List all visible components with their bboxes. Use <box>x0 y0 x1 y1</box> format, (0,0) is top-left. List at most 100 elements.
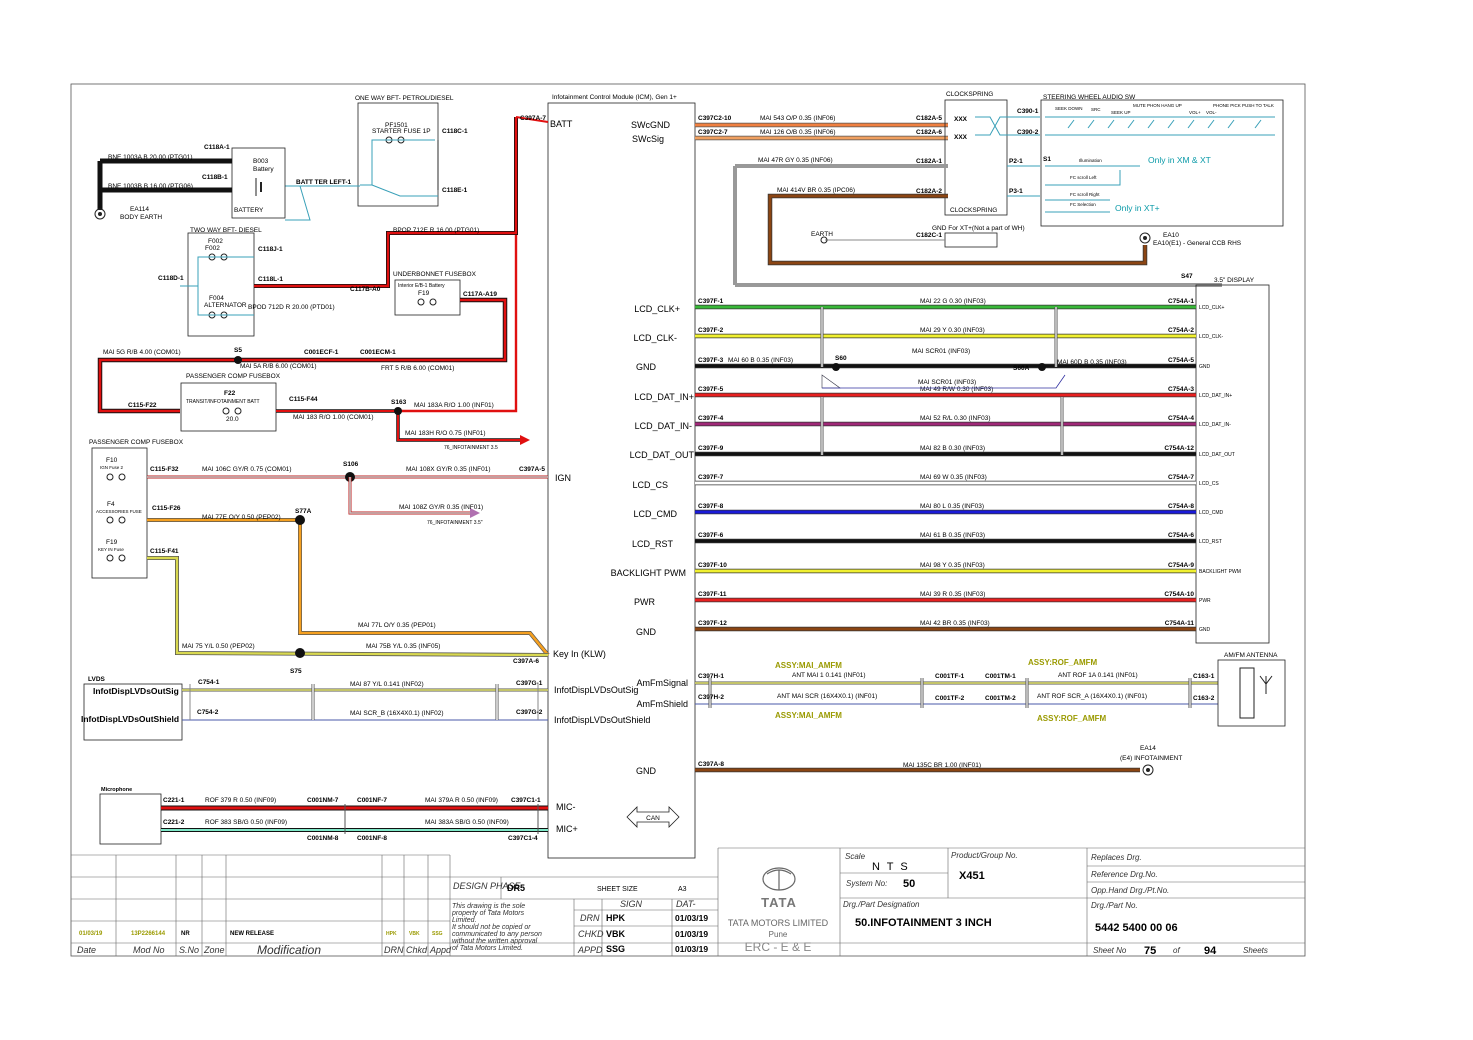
c001ecm-label: C001ECM-1 <box>360 349 396 356</box>
lcd-left-connector-5: C397F-9 <box>698 445 724 452</box>
lcd-wire-label-11: MAI 42 BR 0.35 (INF03) <box>920 620 990 627</box>
rev-chkd: VBK <box>409 931 420 937</box>
chkd-date: 01/03/19 <box>675 929 708 939</box>
wire-383a-label: MAI 383A SB/G 0.50 (INF09) <box>425 819 509 826</box>
s77a-label: S77A <box>295 508 312 515</box>
lcd-left-connector-4: C397F-4 <box>698 415 724 422</box>
f19b-fuse-icon <box>106 554 114 562</box>
inf76b-label: 76_INFOTAINMENT 3.5" <box>427 520 483 526</box>
approval-block: DESIGN PHASE DR5 SHEET SIZE A3 SIGN DAT-… <box>451 881 708 955</box>
lvds-section: LVDS InfotDispLVDsOutSig InfotDispLVDsOu… <box>81 676 548 741</box>
c115f22-label: C115-F22 <box>128 402 157 409</box>
replaces-label: Replaces Drg. <box>1091 853 1142 862</box>
assy-mai-bottom: ASSY:MAI_AMFM <box>775 711 842 720</box>
f4-desc: ACCESSORIES FUSE <box>96 509 142 514</box>
sheet-no-value: 75 <box>1144 945 1156 957</box>
display-box <box>1195 284 1270 644</box>
assy-mai-top: ASSY:MAI_AMFM <box>775 661 842 670</box>
h-chkd: Chkd <box>406 945 428 955</box>
two-way-bft-label: TWO WAY BFT- DIESEL <box>190 227 262 234</box>
c115f32-label: C115-F32 <box>150 466 179 473</box>
icm-pin-gnd-3: GND <box>636 766 657 776</box>
total-sheets-value: 94 <box>1204 945 1217 957</box>
c221-1-label: C221-1 <box>163 797 185 804</box>
body-earth-label: BODY EARTH <box>120 214 162 221</box>
c163-1-label: C163-1 <box>1193 673 1215 680</box>
c397h2-label: C397H-2 <box>698 694 724 701</box>
c118j-label: C118J-1 <box>258 246 283 253</box>
wire-frt5-label: FRT 5 R/B 6.00 (COM01) <box>381 365 454 372</box>
icm-pin-lcd-cs: LCD_CS <box>632 480 668 490</box>
lvds-label: LVDS <box>88 676 106 683</box>
lcd-left-connector-0: C397F-1 <box>698 298 724 305</box>
lcd-right-connector-8: C754A-6 <box>1168 532 1194 539</box>
lcd-right-connector-1: C754A-2 <box>1168 327 1194 334</box>
underbonnet-fusebox <box>394 279 461 316</box>
lvds-sig-label: InfotDispLVDsOutSig <box>93 686 179 696</box>
c115f41-label: C115-F41 <box>150 548 179 555</box>
c390-2-label: C390-2 <box>1017 129 1039 136</box>
revision-row: 01/03/19 13P2266144 NR NEW RELEASE HPK V… <box>77 931 452 957</box>
c397g2-label: C397G-2 <box>516 709 543 716</box>
battery-caption: BATTERY <box>234 207 264 214</box>
lvds-box <box>83 683 183 741</box>
wire-75b-label: MAI 75B Y/L 0.35 (INF05) <box>366 643 440 650</box>
can-label: CAN <box>646 815 660 822</box>
scale-label: Scale <box>845 852 866 861</box>
c397h1-label: C397H-1 <box>698 673 724 680</box>
s60a-label: S60A <box>1013 365 1030 372</box>
icm-pin-mic-plus: MIC+ <box>556 824 578 834</box>
sw-vol-minus: VOL- <box>1206 110 1217 115</box>
c118a-label: C118A-1 <box>204 144 230 151</box>
f4-label: F4 <box>107 501 115 508</box>
c397a8-label: C397A-8 <box>698 761 724 768</box>
company-block: TATA TATA MOTORS LIMITED Pune ERC - E & … <box>728 867 829 954</box>
sheet-size-label: SHEET SIZE <box>597 886 638 893</box>
system-value: 50 <box>903 878 915 890</box>
passenger-fusebox-2 <box>91 447 148 579</box>
lcd-wire-label-9: MAI 98 Y 0.35 (INF03) <box>920 562 985 569</box>
fc-right-label: FC scroll Right <box>1070 192 1100 197</box>
c221-2-label: C221-2 <box>163 819 185 826</box>
c397a5-label: C397A-5 <box>519 466 545 473</box>
lcd-wire-label-3: MAI 49 R/W 0.30 (INF03) <box>920 386 993 393</box>
lcd-left-connector-2: C397F-3 <box>698 357 724 364</box>
icm-pin-gnd-2: GND <box>636 627 657 637</box>
microphone-label: Microphone <box>101 787 132 793</box>
rev-appd: SSG <box>432 931 443 937</box>
ea14-desc: (E4) INFOTAINMENT <box>1120 755 1182 762</box>
assy-rof-bottom: ASSY:ROF_AMFM <box>1037 714 1107 723</box>
antenna-body <box>1239 667 1255 719</box>
splice-s5 <box>234 356 242 364</box>
title-block <box>71 847 1305 956</box>
lcd-wire-label-7: MAI 80 L 0.35 (INF03) <box>920 503 984 510</box>
f19-label: F19 <box>418 290 430 297</box>
lcd-right-connector-10: C754A-10 <box>1164 591 1194 598</box>
shield-drains: S60 S60A MAI SCR01 (INF03) MAI SCR01 (IN… <box>820 307 1127 455</box>
lcd-right-connector-0: C754A-1 <box>1168 298 1194 305</box>
wire-108x-label: MAI 108X GY/R 0.35 (INF01) <box>406 466 491 473</box>
display-pin-1: LCD_CLK- <box>1199 334 1224 340</box>
microphone-box <box>99 793 162 845</box>
xxx-2-label: XXX <box>954 134 968 141</box>
rev-sno: NR <box>181 931 190 937</box>
arrow-76a <box>520 435 530 445</box>
lcd-right-connector-4: C754A-4 <box>1168 415 1194 422</box>
wire-379-label: ROF 379 R 0.50 (INF09) <box>205 797 276 804</box>
wire-183h-label: MAI 183H R/O 0.75 (INF01) <box>405 430 486 437</box>
icm-pin-amfm-signal: AmFmSignal <box>636 678 688 688</box>
amfm-section: ASSY:MAI_AMFM ASSY:ROF_AMFM ASSY:MAI_AMF… <box>695 652 1286 776</box>
display-pin-6: LCD_CS <box>1199 481 1219 487</box>
lcd-wire-label-1: MAI 29 Y 0.30 (INF03) <box>920 327 985 334</box>
c163-2-label: C163-2 <box>1193 695 1215 702</box>
c117b-label: C117B-A0 <box>350 286 381 293</box>
sw-seek-up: SEEK UP <box>1111 110 1131 115</box>
company-city: Pune <box>769 930 788 939</box>
sheet-border <box>70 83 1306 957</box>
c001nf8-label: C001NF-8 <box>357 835 387 842</box>
lcd-wire-label-6: MAI 69 W 0.35 (INF03) <box>920 474 987 481</box>
drn-date: 01/03/19 <box>675 913 708 923</box>
f22-desc: TRANSIT/INFOTAINMENT BATT <box>186 399 260 405</box>
wire-60d-label: MAI 60D B 0.35 (INF03) <box>1057 359 1127 366</box>
